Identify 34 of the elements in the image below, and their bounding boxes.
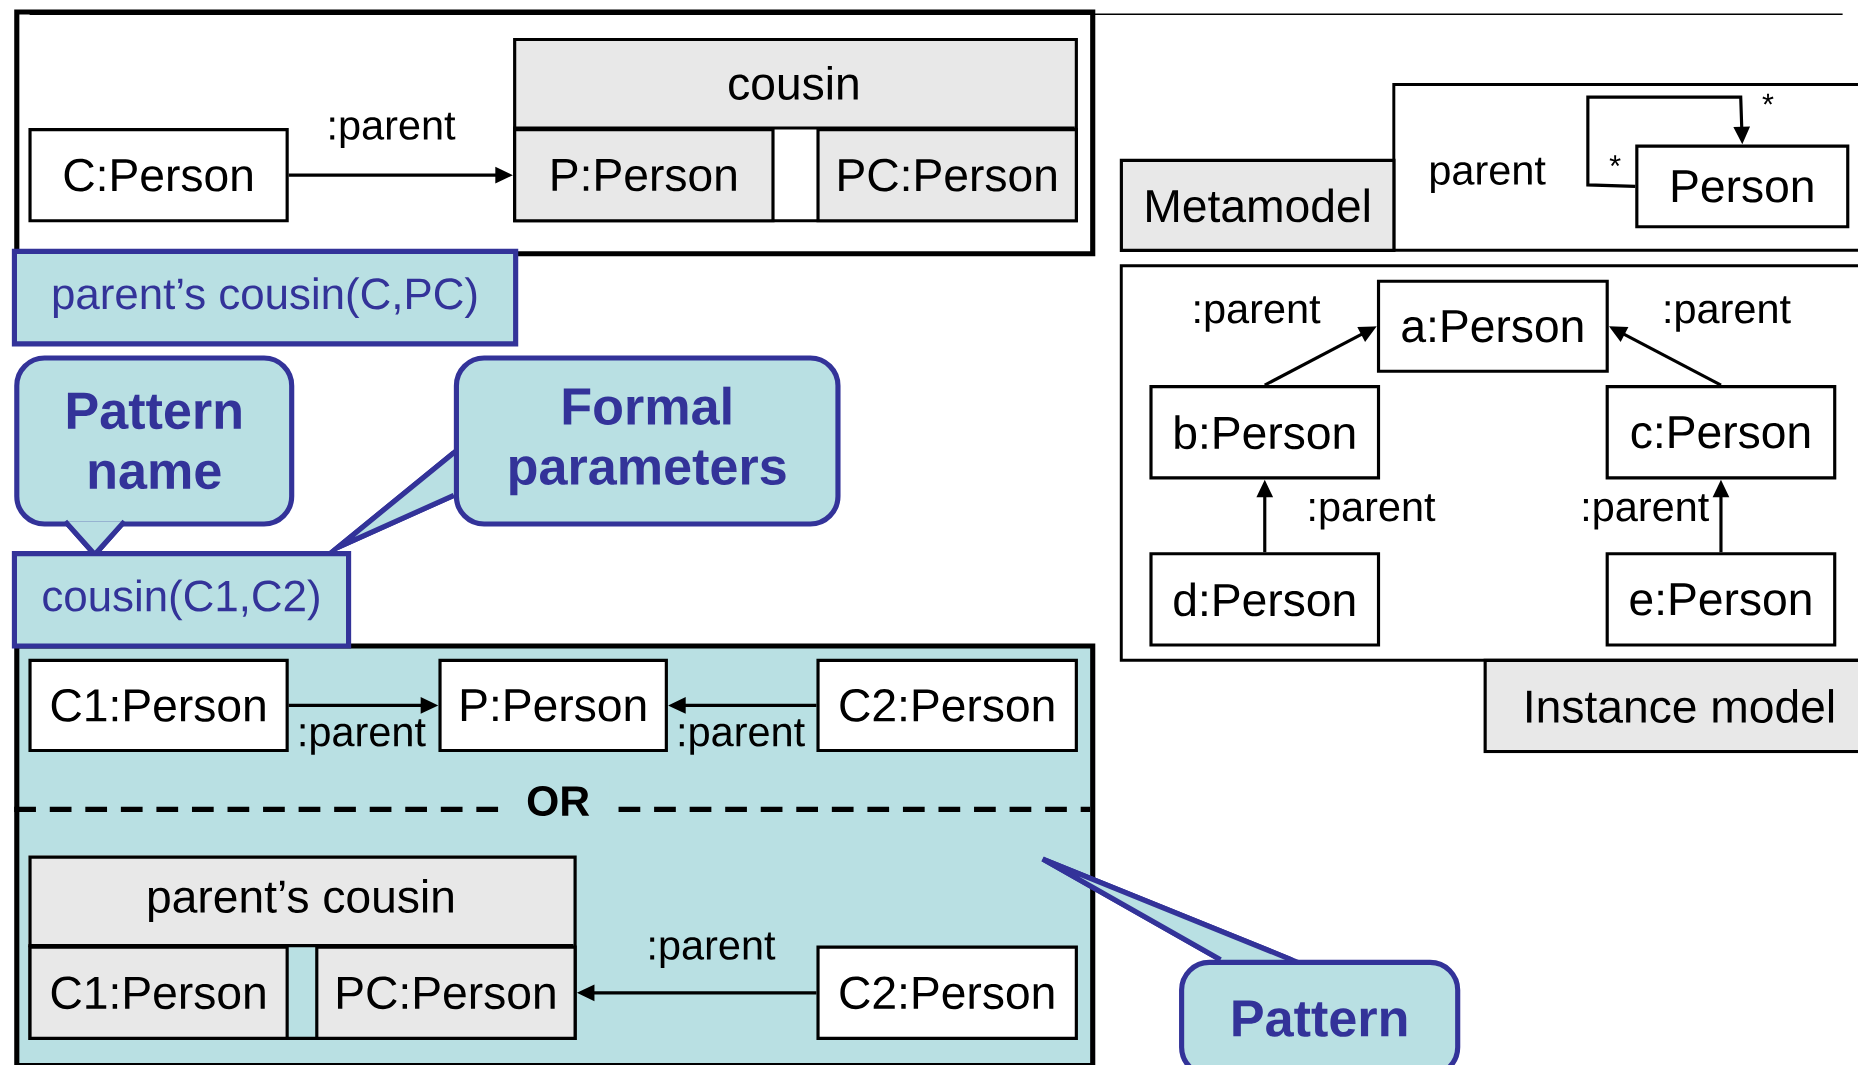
object-box: C2:Person xyxy=(816,658,1078,752)
multiplicity: * xyxy=(1609,155,1621,166)
object-box: C1:Person xyxy=(28,945,289,1040)
object-box: c:Person xyxy=(1605,385,1837,480)
frame xyxy=(1392,82,1858,252)
edge-label: :parent xyxy=(300,719,426,755)
edge-label: :parent xyxy=(650,932,776,968)
edge-label: :parent xyxy=(1583,494,1709,530)
object-box: P:Person xyxy=(513,127,775,223)
edge-label: :parent xyxy=(1310,494,1436,530)
object-box: C2:Person xyxy=(816,945,1078,1040)
object-box: b:Person xyxy=(1149,385,1381,480)
arrow xyxy=(1586,95,1751,188)
object-box: a:Person xyxy=(1376,279,1609,373)
object-box: e:Person xyxy=(1605,552,1837,647)
frame xyxy=(1119,264,1858,662)
edge-label: :parent xyxy=(679,719,805,755)
object-box: P:Person xyxy=(438,658,668,752)
edge-label: parent xyxy=(1431,157,1546,193)
edge-label: :parent xyxy=(1195,296,1321,332)
object-box: d:Person xyxy=(1149,552,1381,647)
object-box: PC:Person xyxy=(315,945,577,1040)
edge-label: :parent xyxy=(330,112,456,148)
pattern-tab: parent’s cousin(C,PC) xyxy=(11,248,519,347)
multiplicity: * xyxy=(1762,93,1774,105)
node-label: Pattern xyxy=(1233,1000,1407,1037)
object-box: C:Person xyxy=(28,127,289,223)
or-label: OR xyxy=(506,777,610,824)
object-box: Person xyxy=(1635,144,1850,229)
model-tab: Instance model xyxy=(1483,658,1858,754)
model-tab: Metamodel xyxy=(1119,158,1396,252)
edge-label: :parent xyxy=(1665,296,1791,332)
object-box: PC:Person xyxy=(816,127,1078,223)
object-box: C1:Person xyxy=(28,658,289,752)
